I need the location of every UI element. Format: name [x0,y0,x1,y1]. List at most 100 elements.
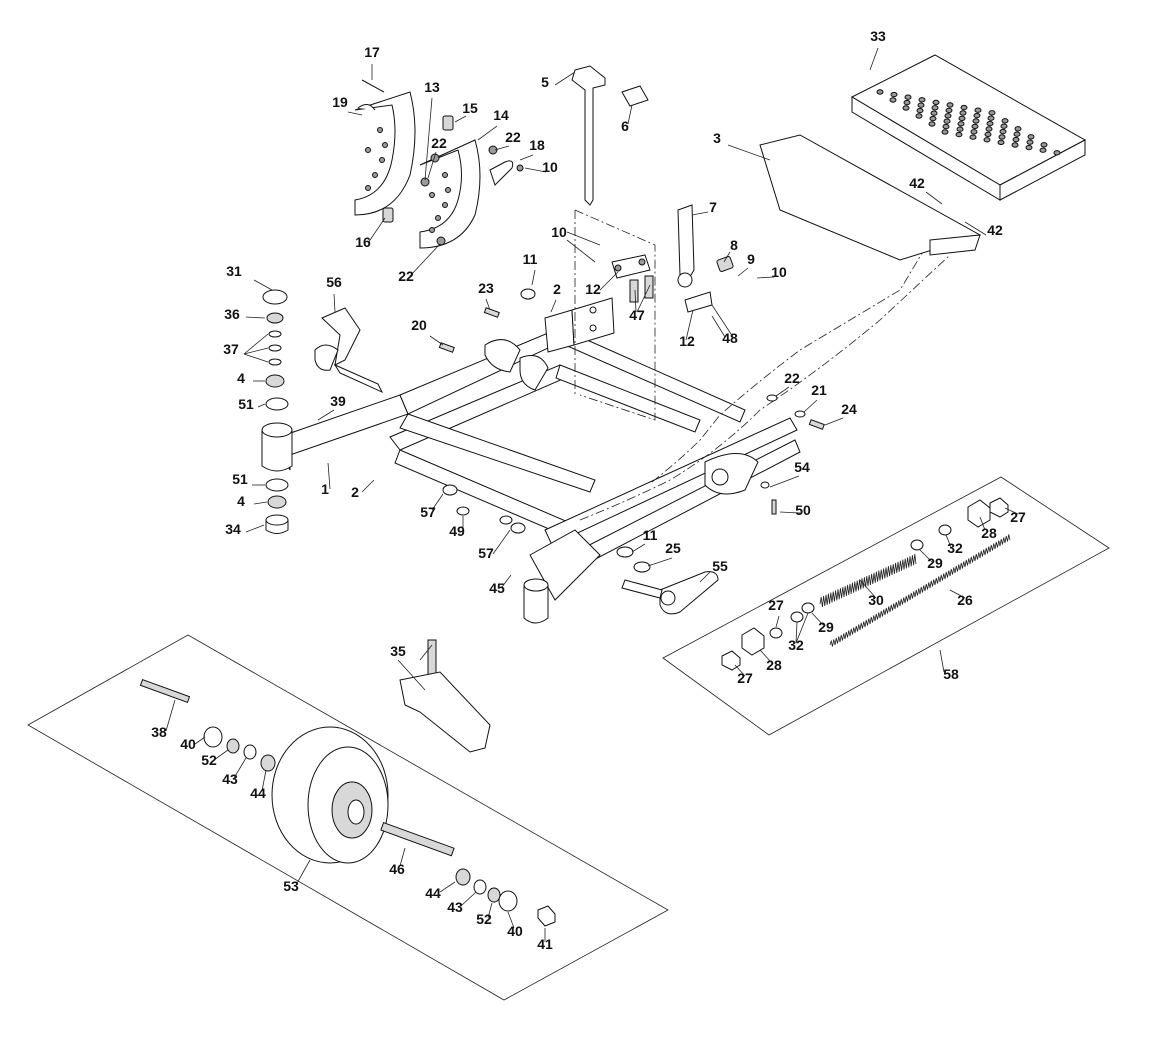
leader-line [919,549,933,563]
leader-line [964,221,987,236]
plate-hole [1039,147,1047,153]
leader-line [424,97,433,181]
callout-58: 58 [943,666,959,682]
callout-4a: 4 [237,370,245,386]
callout-41: 41 [537,936,553,952]
leader-line [859,579,877,599]
plate-hole [983,137,991,143]
leader-line [759,649,772,663]
callout-53: 53 [283,878,299,894]
leader-line [691,211,709,216]
callout-38: 38 [151,724,167,740]
leader-line [367,217,386,244]
leader-line [397,659,426,691]
leader-line [756,276,775,279]
plate-hole [955,131,963,138]
leader-line [939,649,945,673]
callout-42a: 42 [909,175,925,191]
leader-line [409,243,441,277]
leader-line [723,251,731,263]
leader-line [253,279,273,291]
leader-line [243,347,269,355]
leader-line [253,501,268,505]
leader-line [399,847,406,867]
callout-26: 26 [957,592,973,608]
leader-line [431,493,444,511]
callout-56: 56 [326,274,342,290]
callout-17: 17 [364,44,380,60]
callout-27b: 27 [768,597,784,613]
leader-line [795,621,798,644]
callout-2b: 2 [351,484,359,500]
plate-hole [932,99,940,106]
leader-line [257,403,266,408]
leader-line [634,289,637,313]
callout-11b: 11 [643,527,658,543]
leader-line [811,612,824,626]
callout-8: 8 [730,237,738,253]
plate-hole [973,112,981,119]
leader-line [779,511,801,514]
plate-hole [997,139,1005,146]
callout-13: 13 [424,79,440,95]
foot-plate-33 [850,54,1087,201]
callout-42b: 42 [987,222,1003,238]
leader-line [333,293,336,313]
callout-10a: 10 [542,159,558,175]
callout-1: 1 [321,481,329,497]
leader-line [531,269,536,286]
callout-49: 49 [449,523,465,539]
leader-line [566,239,596,263]
plate-hole [946,102,954,108]
leader-line [566,231,601,246]
leader-line [769,475,800,488]
leader-lines [165,47,1019,942]
callout-11a: 11 [523,251,538,267]
leader-line [685,309,694,341]
callout-54: 54 [794,459,810,475]
plate-hole [984,131,992,138]
plate-hole [972,118,980,124]
leader-line [949,589,966,599]
caster-stack [262,289,289,534]
callout-14: 14 [493,107,509,123]
leader-line [485,298,491,311]
plate-hole [944,113,952,119]
callout-27a: 27 [1010,509,1026,525]
callout-2a: 2 [553,281,561,297]
leader-line [492,529,511,555]
callout-9: 9 [747,251,755,267]
plate-hole [960,104,968,111]
plate-hole [1053,150,1061,156]
callout-44b: 44 [425,885,441,901]
callout-27c: 27 [737,670,753,686]
leader-line [711,304,734,338]
seat-mount-plates [354,79,524,249]
leader-line [213,749,229,761]
leader-line [347,111,363,116]
leader-line [460,891,477,907]
leader-line [295,859,311,886]
plate-hole [999,128,1007,135]
callout-52b: 52 [476,911,492,927]
callout-20: 20 [411,317,427,333]
leader-line [869,47,879,71]
lift-pedal-assembly [571,65,734,313]
plate-hole [1025,144,1033,151]
callout-3: 3 [713,130,721,146]
leader-line [165,699,176,732]
plate-hole [902,105,910,111]
plate-hole [1013,131,1021,137]
leader-line [261,769,267,792]
callout-22b: 22 [505,129,521,145]
callout-43b: 43 [447,899,463,915]
leader-line [429,335,444,346]
callout-10c: 10 [771,264,787,280]
plate-hole [889,97,897,103]
axle-hardware [139,678,556,927]
callout-40a: 40 [180,736,196,752]
leader-line [519,154,534,161]
callout-44a: 44 [250,785,266,801]
callout-12b: 12 [679,333,695,349]
